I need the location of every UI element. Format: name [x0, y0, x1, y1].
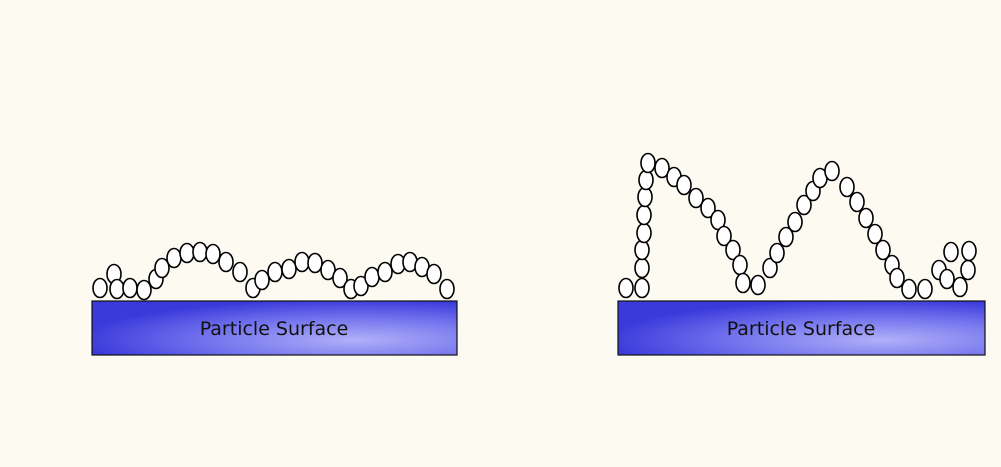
right-particle: [732, 254, 748, 276]
right-particle: [778, 226, 794, 248]
right-particle: [889, 267, 905, 289]
right-particle: [636, 222, 652, 244]
right-particle: [700, 197, 716, 219]
surface-label-left: Particle Surface: [200, 318, 349, 340]
right-particle: [638, 169, 654, 191]
left-particle: [254, 269, 270, 291]
left-particle: [232, 261, 248, 283]
left-particle: [122, 277, 138, 299]
right-particle: [640, 152, 656, 174]
left-particle: [281, 258, 297, 280]
left-particle: [320, 259, 336, 281]
left-particle: [332, 267, 348, 289]
right-particle: [858, 207, 874, 229]
left-particle: [267, 261, 283, 283]
right-particle: [952, 276, 968, 298]
left-particle: [353, 275, 369, 297]
right-particle: [618, 277, 634, 299]
right-particle: [654, 157, 670, 179]
left-particle: [92, 277, 108, 299]
left-particle: [364, 266, 380, 288]
right-particle: [636, 204, 652, 226]
left-particle: [377, 261, 393, 283]
right-particle: [716, 225, 732, 247]
surface-label-right: Particle Surface: [727, 318, 876, 340]
right-particle: [769, 242, 785, 264]
right-particle: [688, 187, 704, 209]
left-particle: [205, 243, 221, 265]
right-particle: [762, 257, 778, 279]
panel-left: Particle Surface: [91, 241, 458, 356]
right-particle: [634, 239, 650, 261]
right-particle: [960, 259, 976, 281]
left-particle: [179, 242, 195, 264]
particle-surface-left: [91, 300, 458, 356]
left-particle: [154, 257, 170, 279]
right-particle: [839, 176, 855, 198]
right-particle: [750, 274, 766, 296]
left-particle: [192, 241, 208, 263]
right-particle: [796, 194, 812, 216]
right-particle: [961, 240, 977, 262]
left-particle: [307, 252, 323, 274]
left-particle: [218, 251, 234, 273]
right-particle: [875, 239, 891, 261]
left-particle: [136, 279, 152, 301]
left-particle: [294, 251, 310, 273]
left-particle: [166, 247, 182, 269]
right-particle: [634, 277, 650, 299]
right-particle: [917, 278, 933, 300]
particle-chain-left: [92, 241, 455, 301]
right-particle: [939, 268, 955, 290]
right-particle: [725, 239, 741, 261]
panel-right: Particle Surface: [617, 152, 986, 356]
right-particle: [637, 186, 653, 208]
right-particle: [943, 241, 959, 263]
right-particle: [634, 257, 650, 279]
right-particle: [735, 272, 751, 294]
right-particle: [676, 174, 692, 196]
right-particle: [787, 211, 803, 233]
left-particle: [439, 278, 455, 300]
particle-chain-right: [618, 152, 977, 300]
right-particle: [867, 223, 883, 245]
left-particle: [426, 263, 442, 285]
right-particle: [824, 160, 840, 182]
right-particle: [901, 278, 917, 300]
particle-surface-right: [617, 300, 986, 356]
left-particle: [109, 278, 125, 300]
right-particle: [849, 191, 865, 213]
